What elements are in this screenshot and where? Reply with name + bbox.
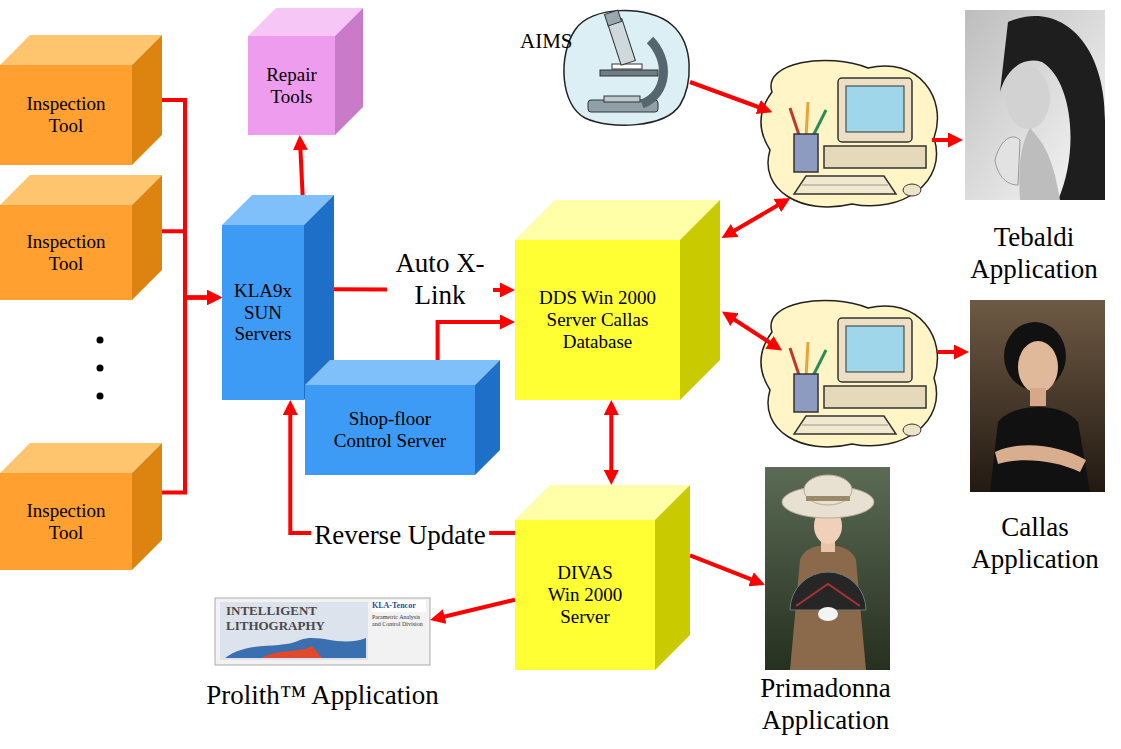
- computer-icon: [761, 60, 937, 207]
- cube-front-face: Inspection Tool: [0, 65, 132, 165]
- inspection-tool-box: Inspection Tool: [0, 175, 162, 300]
- cube-front-face: DDS Win 2000 Server Callas Database: [515, 240, 680, 400]
- application-picture: Tebaldi Application: [950, 10, 1118, 286]
- box-label: DDS Win 2000 Server Callas Database: [530, 287, 665, 353]
- repair-tools-box: Repair Tools: [248, 8, 363, 135]
- connector-arrow: [438, 322, 503, 360]
- ellipsis-dots: [97, 337, 104, 400]
- connector-arrow: [162, 100, 210, 298]
- computer-icon: [761, 300, 937, 447]
- caption-block: Prolith™ Application: [190, 680, 455, 712]
- server-box: KLA9x SUN Servers: [222, 195, 334, 400]
- picture-frame: [965, 10, 1105, 200]
- box-label: Inspection Tool: [11, 231, 121, 275]
- computer-arrows: [690, 82, 957, 352]
- application-picture: Callas Application: [952, 300, 1118, 580]
- microscope-node: AIMS: [520, 5, 695, 130]
- connector-arrow: [162, 298, 210, 493]
- caption-block: Primadonna Application: [738, 673, 913, 737]
- connector-arrow: [300, 147, 302, 195]
- screenshot-text: Parametric Analysis and Control Division: [372, 614, 428, 628]
- microscope-icon: [564, 10, 689, 125]
- connector-arrow: [690, 555, 754, 580]
- cube-front-face: Inspection Tool: [0, 205, 132, 300]
- application-label: Primadonna Application: [738, 673, 913, 737]
- primadonna-portrait: [765, 467, 890, 670]
- connector-arrow: [609, 412, 613, 473]
- tebaldi-portrait: [965, 10, 1105, 200]
- control-server-box: Shop-floor Control Server: [305, 360, 500, 475]
- box-label: Shop-floor Control Server: [323, 408, 458, 452]
- box-label: Repair Tools: [254, 64, 329, 108]
- picture-frame: [765, 467, 890, 670]
- caption-block: Tebaldi Application: [950, 222, 1118, 286]
- caption-block: AIMS: [520, 29, 580, 54]
- connector-arrow: [442, 600, 515, 618]
- prolith-screenshot: [215, 598, 430, 665]
- cube-front-face: Repair Tools: [248, 36, 335, 135]
- box-label: Inspection Tool: [11, 500, 121, 544]
- cube-front-face: DIVAS Win 2000 Server: [515, 520, 655, 670]
- database-server-box: DDS Win 2000 Server Callas Database: [515, 200, 720, 400]
- callas-portrait: [970, 300, 1105, 492]
- box-label: KLA9x SUN Servers: [228, 280, 298, 346]
- cube-front-face: KLA9x SUN Servers: [222, 225, 304, 400]
- inspection-tool-box: Inspection Tool: [0, 443, 162, 570]
- screenshot-text: INTELLIGENT LITHOGRAPHY: [226, 604, 344, 634]
- caption-block: Callas Application: [952, 512, 1118, 576]
- picture-frame: [970, 300, 1105, 492]
- inspection-tool-box: Inspection Tool: [0, 35, 162, 165]
- screenshot-text: KLA-Tencor: [372, 601, 428, 610]
- box-label: Inspection Tool: [11, 93, 121, 137]
- application-label: Tebaldi Application: [950, 222, 1118, 286]
- cube-front-face: Inspection Tool: [0, 473, 132, 570]
- server-box: DIVAS Win 2000 Server: [515, 485, 690, 670]
- picture-frame: [560, 10, 690, 130]
- application-picture: Primadonna Application: [738, 467, 913, 743]
- edge-label: Reverse Update: [311, 520, 489, 552]
- application-label: Prolith™ Application: [190, 680, 455, 712]
- cube-front-face: Shop-floor Control Server: [305, 385, 475, 475]
- connector-arrow: [162, 231, 210, 297]
- application-label: Callas Application: [952, 512, 1118, 576]
- box-label: DIVAS Win 2000 Server: [544, 562, 626, 628]
- application-label: AIMS: [520, 29, 580, 54]
- edge-label: Auto X-Link: [387, 248, 493, 312]
